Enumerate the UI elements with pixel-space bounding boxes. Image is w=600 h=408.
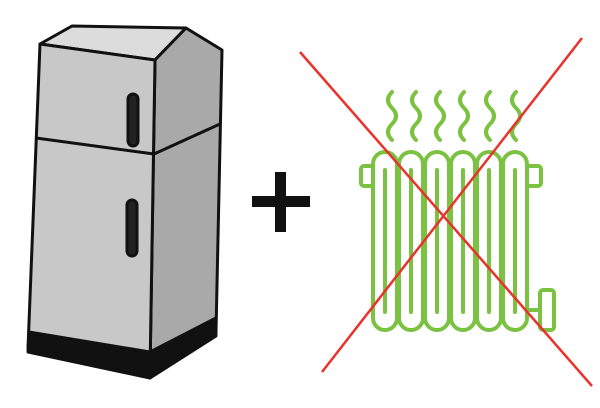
- radiator-sections: [371, 150, 529, 332]
- lower-door-handle: [125, 198, 139, 258]
- radiator-right-cap: [525, 164, 543, 188]
- radiator-valve: [538, 288, 556, 332]
- fridge-door-divider: [35, 136, 155, 156]
- heat-waves: [386, 90, 522, 142]
- refrigerator-icon: [26, 24, 224, 380]
- fridge-side-divider: [153, 122, 221, 156]
- plus-icon: [252, 172, 310, 232]
- upper-door-handle: [126, 92, 140, 148]
- cross-out-icon: [299, 37, 593, 387]
- fridge-base-side: [148, 316, 218, 380]
- radiator-left-cap: [359, 164, 375, 188]
- radiator-icon: [359, 90, 556, 332]
